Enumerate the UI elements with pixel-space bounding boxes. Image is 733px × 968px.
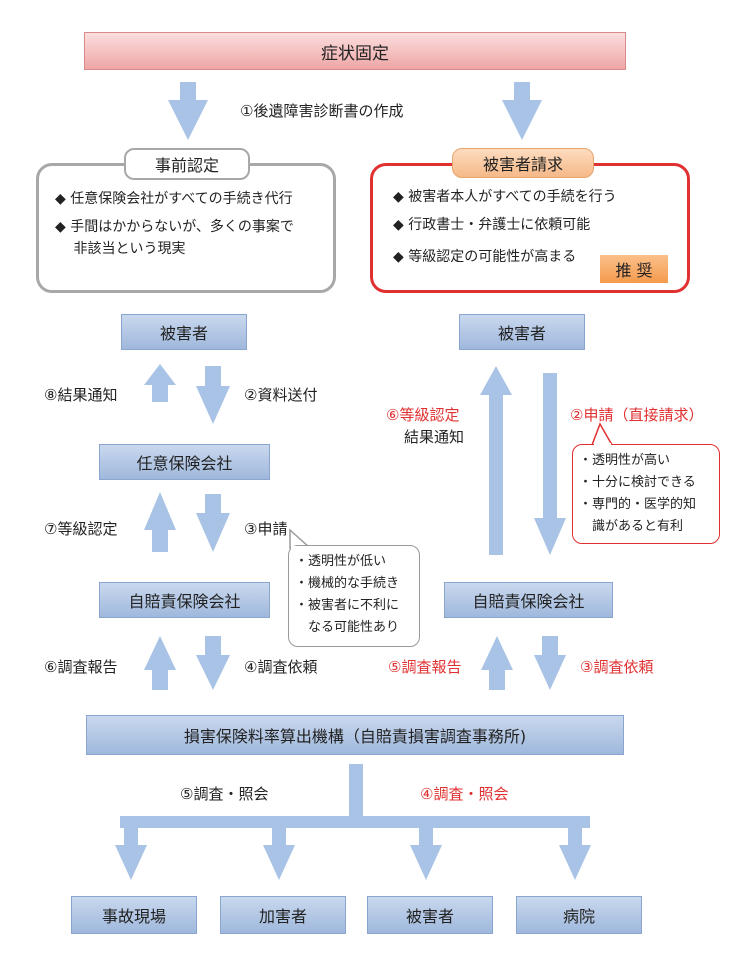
target-accident-site: 事故現場 (71, 896, 197, 934)
target-label: 被害者 (405, 907, 454, 926)
right-callout-line: ・透明性が高い (579, 453, 671, 468)
prior-approval-tag-label: 事前認定 (154, 156, 219, 175)
prior-approval-panel: ◆ 任意保険会社がすべての手続き代行 ◆ 手間はかからないが、多くの事案で 非該… (36, 163, 336, 293)
prior-approval-tag: 事前認定 (124, 148, 250, 180)
target-label: 病院 (562, 907, 595, 926)
victim-claim-item: ◆ 行政書士・弁護士に依頼可能 (393, 217, 591, 233)
prior-approval-item: ◆ 手間はかからないが、多くの事案で (55, 219, 294, 235)
left-victim-box: 被害者 (121, 314, 247, 350)
left-callout-line: ・被害者に不利に (295, 598, 400, 613)
right-callout-tail-mask (594, 443, 611, 446)
right-victim-box: 被害者 (459, 314, 585, 350)
left-step2-label: ②資料送付 (244, 386, 318, 404)
right-cali-insurer-label: 自賠責保険会社 (472, 592, 585, 611)
right-callout-line: ・十分に検討できる (579, 475, 696, 490)
right-step3-label: ③調査依頼 (580, 658, 654, 676)
target-hospital: 病院 (516, 896, 642, 934)
target-victim: 被害者 (367, 896, 493, 934)
right-step5-label: ⑤調査報告 (388, 658, 462, 676)
step1-label: ①後遺障害診断書の作成 (240, 102, 404, 120)
voluntary-insurer-box: 任意保険会社 (99, 444, 270, 480)
left-callout-line: なる可能性あり (295, 620, 400, 635)
right-callout-line: 識があると有利 (579, 519, 684, 534)
symptom-fixed-bar: 症状固定 (84, 32, 626, 70)
left-step7-label: ⑦等級認定 (44, 520, 118, 538)
right-callout: ・透明性が高い ・十分に検討できる ・専門的・医学的知 識があると有利 (572, 444, 720, 544)
left-callout-line: ・透明性が低い (295, 554, 387, 569)
left-step3-label: ③申請 (244, 520, 288, 538)
left-callout-line: ・機械的な手続き (295, 576, 400, 591)
left-cali-insurer-label: 自賠責保険会社 (128, 592, 241, 611)
left-cali-insurer-box: 自賠責保険会社 (99, 582, 270, 618)
left-victim-label: 被害者 (159, 324, 208, 343)
left-step8-label: ⑧結果通知 (44, 386, 118, 404)
victim-claim-tag: 被害者請求 (452, 148, 594, 178)
left-step6-label: ⑥調査報告 (44, 658, 118, 676)
target-label: 加害者 (258, 907, 307, 926)
victim-claim-panel: ◆ 被害者本人がすべての手続を行う ◆ 行政書士・弁護士に依頼可能 ◆ 等級認定… (370, 163, 690, 293)
target-label: 事故現場 (101, 907, 166, 926)
right-step6a-label: ⑥等級認定 (386, 406, 460, 424)
victim-claim-item: ◆ 被害者本人がすべての手続を行う (393, 189, 617, 205)
prior-approval-item: ◆ 任意保険会社がすべての手続き代行 (55, 191, 293, 207)
right-step2-label: ②申請（直接請求） (570, 406, 704, 424)
symptom-fixed-label: 症状固定 (321, 43, 389, 64)
recommended-badge: 推 奨 (600, 255, 668, 283)
right-cali-insurer-box: 自賠責保険会社 (444, 582, 613, 618)
right-callout-line: ・専門的・医学的知 (579, 497, 697, 512)
target-assailant: 加害者 (220, 896, 346, 934)
rating-organization-label: 損害保険料率算出機構（自賠責損害調査事務所) (183, 727, 527, 746)
right-victim-label: 被害者 (497, 324, 546, 343)
left-callout: ・透明性が低い ・機械的な手続き ・被害者に不利に なる可能性あり (288, 545, 420, 647)
victim-claim-tag-label: 被害者請求 (482, 155, 563, 174)
victim-claim-item: ◆ 等級認定の可能性が高まる (393, 249, 577, 265)
voluntary-insurer-label: 任意保険会社 (136, 454, 233, 473)
bottom-step4-label: ④調査・照会 (420, 785, 509, 803)
bottom-step5-label: ⑤調査・照会 (180, 785, 269, 803)
prior-approval-item: 非該当という現実 (55, 241, 186, 257)
left-step4-label: ④調査依頼 (244, 658, 318, 676)
recommended-badge-label: 推 奨 (615, 261, 653, 280)
rating-organization-box: 損害保険料率算出機構（自賠責損害調査事務所) (86, 715, 624, 755)
right-step6b-label: 結果通知 (404, 428, 465, 446)
left-callout-tail-mask (291, 546, 308, 549)
